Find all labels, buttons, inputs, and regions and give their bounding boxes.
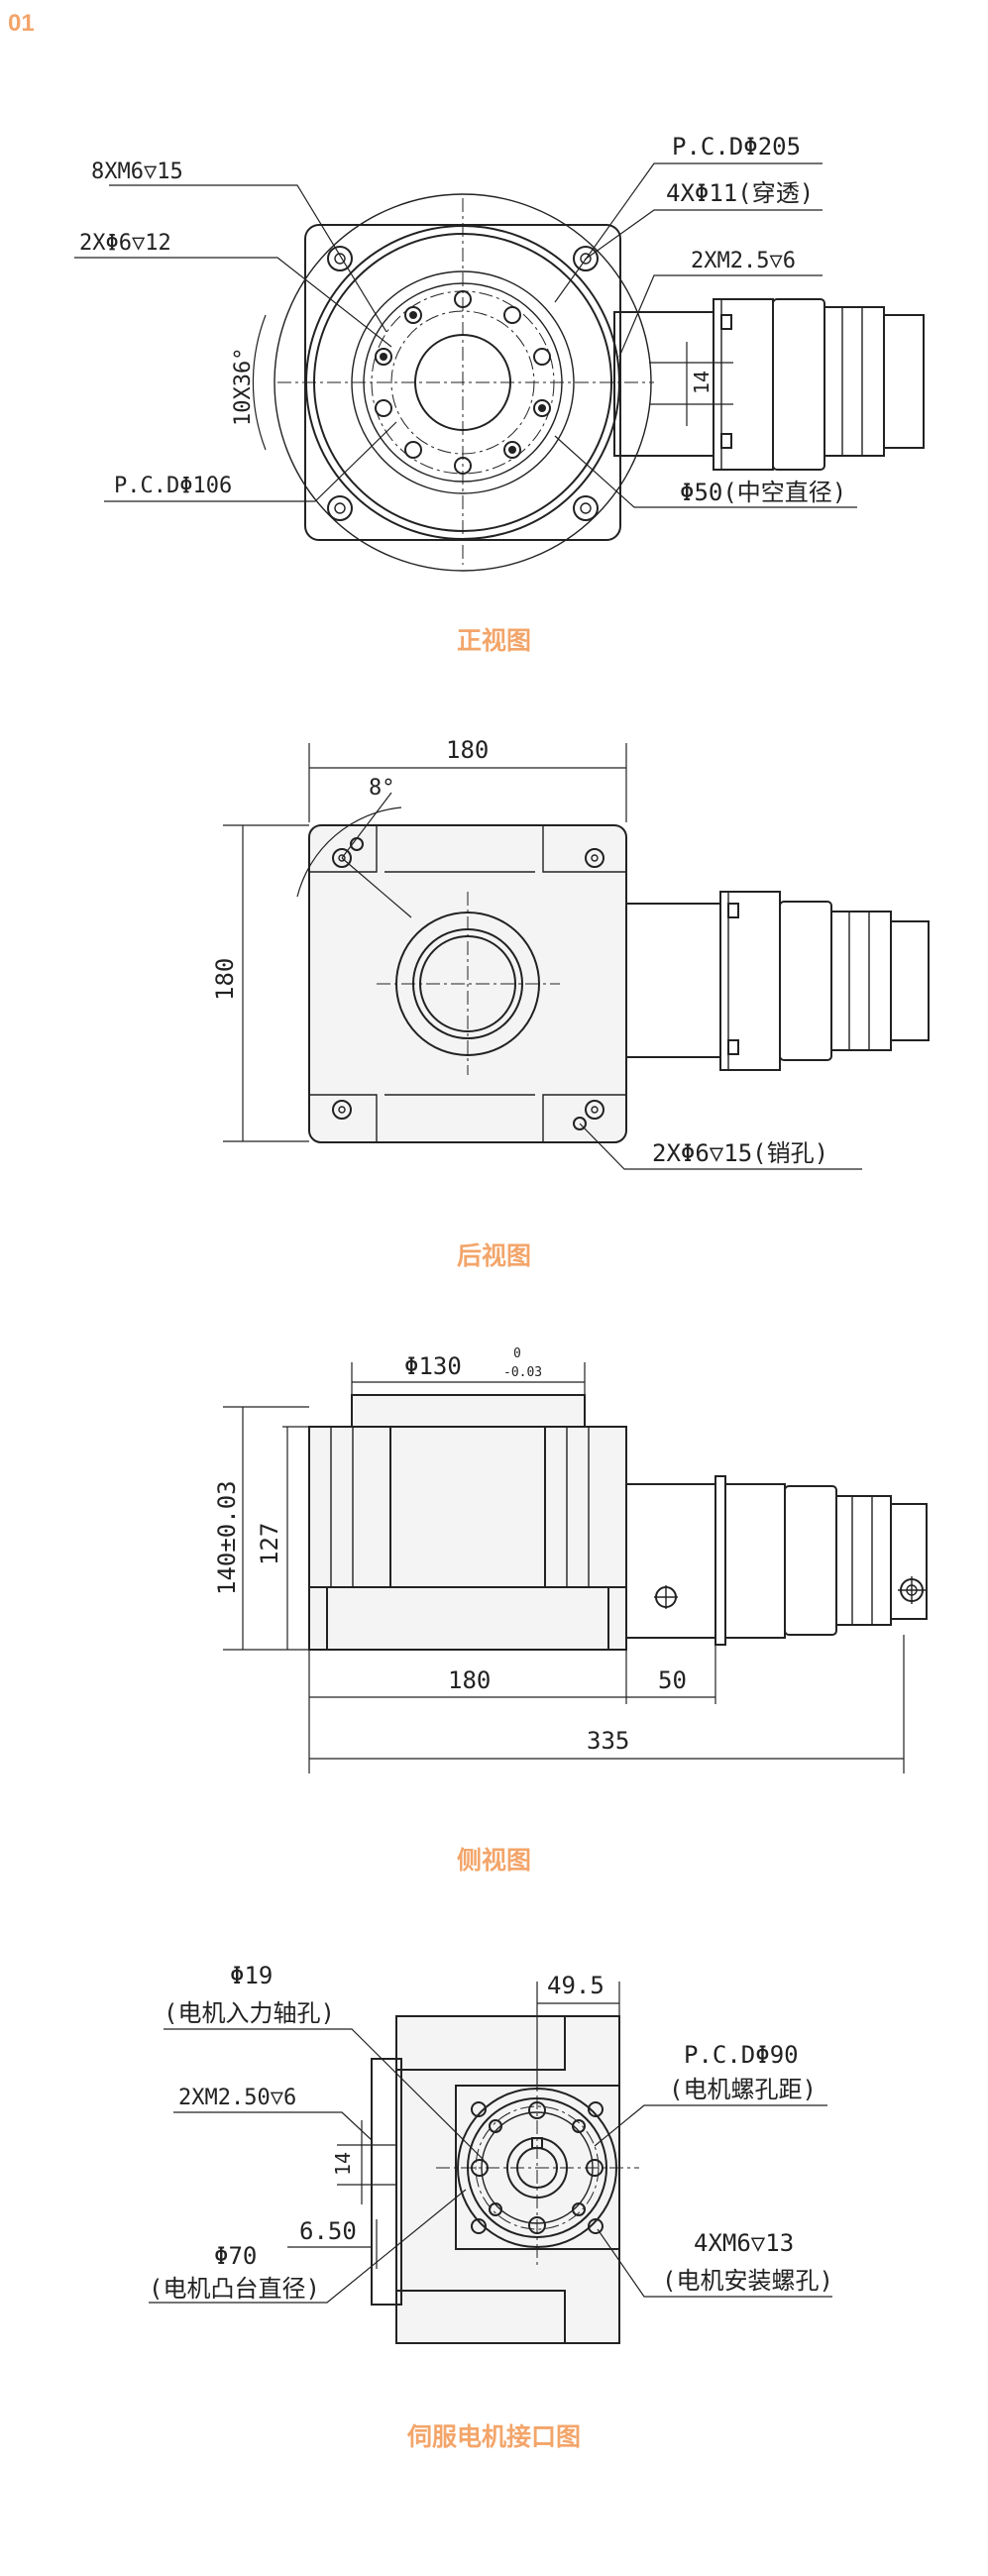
- label-shaft-19: Φ19: [230, 1962, 273, 1989]
- front-view-caption: 正视图: [456, 626, 531, 655]
- label-tap-8xm6: 8XM6▽15: [91, 160, 183, 184]
- label-len-335: 335: [587, 1727, 629, 1755]
- label-shaft-19-desc: (电机入力轴孔): [164, 1999, 335, 2027]
- front-view-drawing: 8XM6▽15 2XΦ6▽12 10X36° P.C.DΦ106 P.C.DΦ2…: [74, 133, 925, 572]
- label-offset-49-5: 49.5: [547, 1972, 604, 1999]
- label-pcd-90-desc: (电机螺孔距): [669, 2076, 817, 2103]
- front-bolt-holes: [375, 290, 551, 475]
- label-key-14: 14: [331, 2152, 355, 2176]
- motor-interface-drawing: 49.5 Φ19 (电机入力轴孔) P.C.DΦ90 (电机螺孔距) 2XM2.…: [149, 1962, 833, 2344]
- label-depth-6-5: 6.50: [299, 2217, 357, 2245]
- label-height-127: 127: [256, 1523, 283, 1565]
- label-hole-4x11: 4XΦ11(穿透): [666, 179, 814, 207]
- label-hollow-50: Φ50(中空直径): [680, 479, 846, 506]
- label-tol-lower: -0.03: [503, 1365, 542, 1380]
- motor-interface-caption: 伺服电机接口图: [406, 2422, 581, 2451]
- label-pcd-106: P.C.DΦ106: [114, 474, 232, 498]
- label-boss-70-desc: (电机凸台直径): [149, 2275, 320, 2303]
- label-height-180: 180: [211, 958, 239, 1001]
- label-pin-2x6-15: 2XΦ6▽15(销孔): [652, 1139, 828, 1167]
- side-view-caption: 侧视图: [456, 1846, 531, 1875]
- label-pin-2x6: 2XΦ6▽12: [79, 231, 171, 256]
- label-len-50: 50: [658, 1666, 687, 1694]
- label-angle-10x36: 10X36°: [231, 348, 256, 426]
- side-housing: [308, 1394, 627, 1651]
- back-view-caption: 后视图: [456, 1241, 531, 1270]
- back-corner-holes: [332, 837, 604, 1130]
- label-angle-8: 8°: [369, 776, 395, 801]
- label-key-14: 14: [690, 371, 714, 394]
- side-view-drawing: Φ130 0 -0.03 140±0.03 127: [213, 1346, 928, 1773]
- front-motor-adapter: [613, 298, 925, 471]
- label-pcd-90: P.C.DΦ90: [684, 2041, 799, 2069]
- label-boss-70: Φ70: [214, 2242, 257, 2270]
- side-motor-adapter: [625, 1475, 928, 1646]
- label-pcd-205: P.C.DΦ205: [672, 133, 801, 161]
- label-pilot-130: Φ130: [404, 1352, 462, 1380]
- label-len-180: 180: [448, 1666, 491, 1694]
- back-view-drawing: 180 180 8° 2XΦ6▽15(销孔): [211, 736, 930, 1170]
- back-motor-adapter: [625, 891, 930, 1071]
- page-number: 01: [8, 10, 35, 37]
- front-corner-holes: [327, 246, 599, 521]
- label-tap-4xm6: 4XM6▽13: [694, 2229, 794, 2257]
- label-tap-2xm25: 2XM2.5▽6: [691, 249, 796, 273]
- label-tap-4xm6-desc: (电机安装螺孔): [662, 2267, 833, 2295]
- label-height-140: 140±0.03: [213, 1480, 241, 1595]
- label-width-180: 180: [446, 736, 489, 764]
- motor-bolt-holes: [471, 2101, 604, 2234]
- label-tol-upper: 0: [513, 1346, 521, 1361]
- label-tap-2xm25: 2XM2.50▽6: [178, 2086, 296, 2110]
